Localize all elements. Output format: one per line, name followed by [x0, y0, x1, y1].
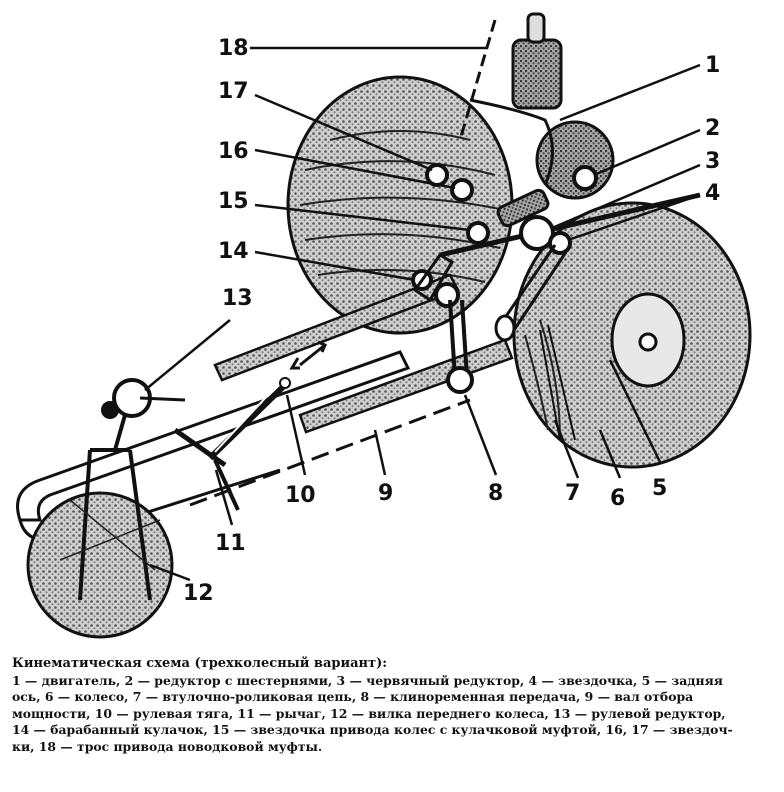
callout-9: 9: [378, 481, 393, 506]
callout-4: 4: [705, 181, 720, 206]
callout-13: 13: [222, 286, 253, 311]
callout-15: 15: [218, 189, 249, 214]
callout-18: 18: [218, 36, 249, 61]
figure-caption: Кинематическая схема (трехколесный вариа…: [12, 656, 776, 755]
callout-labels: 1 2 3 4 5 6 7 8 9 10 11 12 13 14 15 16 1…: [183, 36, 720, 606]
cable: [458, 19, 497, 141]
caption-line: 1 — двигатель, 2 — редуктор с шестернями…: [12, 672, 723, 688]
callout-14: 14: [218, 239, 249, 264]
callout-6: 6: [610, 486, 625, 511]
callout-16: 16: [218, 139, 249, 164]
callout-10: 10: [285, 483, 316, 508]
caption-line: 14 — барабанный кулачок, 15 — звездочка …: [12, 722, 733, 737]
caption-line: ки, 18 — трос привода новодковой муфты.: [12, 738, 323, 754]
rear-axle: [439, 192, 701, 258]
pto-shaft: [189, 398, 471, 507]
caption-line: ось, 6 — колесо, 7 — втулочно-роликовая …: [12, 689, 694, 704]
callout-8: 8: [488, 481, 503, 506]
steering-reducer: [101, 378, 186, 451]
callout-7: 7: [565, 481, 580, 506]
caption-title: Кинематическая схема (трехколесный вариа…: [12, 656, 388, 671]
caption-line: мощности, 10 — рулевая тяга, 11 — рычаг,…: [12, 705, 726, 721]
callout-3: 3: [705, 149, 720, 174]
steering-rod: [173, 340, 327, 511]
kinematic-diagram: 1 2 3 4 5 6 7 8 9 10 11 12 13 14 15 16 1…: [16, 12, 752, 639]
frame: [16, 273, 514, 543]
callout-17: 17: [218, 79, 249, 104]
callout-2: 2: [705, 116, 720, 141]
front-wheel: [26, 448, 174, 639]
callout-11: 11: [215, 531, 246, 556]
callout-5: 5: [652, 476, 667, 501]
leader-lines: [144, 46, 701, 582]
callout-1: 1: [705, 53, 720, 78]
callout-12: 12: [183, 581, 214, 606]
